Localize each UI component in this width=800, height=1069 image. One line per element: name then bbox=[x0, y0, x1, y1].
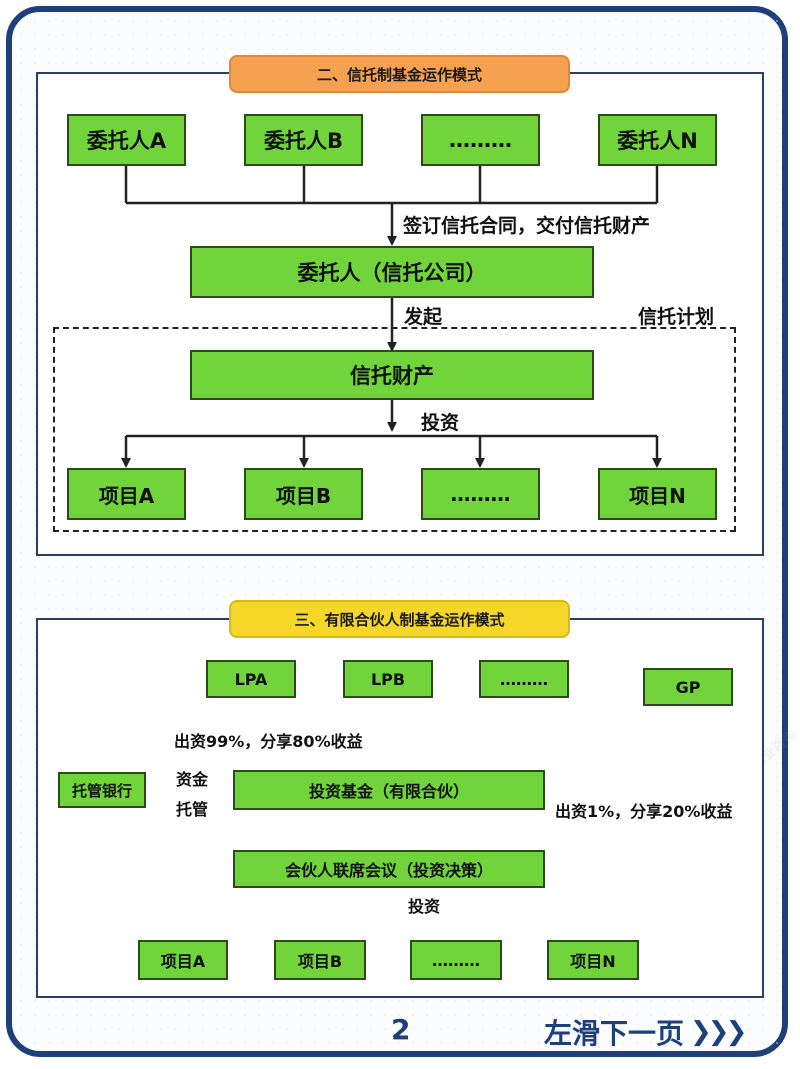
project-label: 项目B bbox=[275, 483, 332, 508]
entruster-box-a: 委托人A bbox=[67, 114, 186, 166]
custodian-bank-label: 托管银行 bbox=[71, 781, 132, 800]
next-page-hint[interactable]: 左滑下一页 ❯❯❯ bbox=[544, 1012, 747, 1052]
lp-project-label: 项目B bbox=[297, 952, 343, 971]
lp-project-box-b: 项目B bbox=[274, 940, 366, 980]
lp-project-label: ……… bbox=[432, 950, 480, 970]
next-page-label: 左滑下一页 bbox=[544, 1017, 685, 1050]
partners-committee-label: 会伙人联席会议（投资决策） bbox=[284, 861, 493, 880]
lp-label: LPA bbox=[234, 669, 268, 689]
lp-contribution-label: 出资99%，分享80%收益 bbox=[174, 732, 363, 751]
project-box-n: 项目N bbox=[598, 468, 717, 520]
lp-project-box-ellipsis: ……… bbox=[410, 940, 502, 980]
trustee-box: 委托人（信托公司） bbox=[190, 246, 594, 298]
trustee-label: 委托人（信托公司） bbox=[297, 261, 487, 285]
entruster-label: 委托人A bbox=[86, 129, 167, 153]
project-box-ellipsis: ……… bbox=[421, 468, 540, 520]
gp-label: GP bbox=[675, 677, 701, 697]
project-label: 项目A bbox=[98, 483, 155, 508]
chevron-right-icon: ❯❯❯ bbox=[690, 1017, 747, 1047]
sign-contract-label: 签订信托合同，交付信托财产 bbox=[403, 215, 651, 237]
project-box-a: 项目A bbox=[67, 468, 186, 520]
entruster-box-b: 委托人B bbox=[244, 114, 363, 166]
invest-label: 投资 bbox=[421, 412, 460, 434]
gp-contribution-label: 出资1%，分享20%收益 bbox=[555, 802, 733, 821]
lp-box-ellipsis: ……… bbox=[479, 660, 569, 698]
entruster-box-n: 委托人N bbox=[598, 114, 717, 166]
lp-project-label: 项目N bbox=[570, 952, 616, 971]
trust-plan-boundary bbox=[53, 327, 736, 532]
project-box-b: 项目B bbox=[244, 468, 363, 520]
lp-label: LPB bbox=[370, 669, 406, 689]
lp-box-a: LPA bbox=[206, 660, 296, 698]
custody-label-funds: 资金 bbox=[176, 770, 209, 789]
investment-fund-box: 投资基金（有限合伙） bbox=[233, 770, 545, 810]
entruster-label: 委托人B bbox=[263, 129, 343, 153]
custodian-bank-box: 托管银行 bbox=[58, 772, 146, 808]
trust-property-box: 信托财产 bbox=[190, 350, 594, 400]
section-title-trust: 二、信托制基金运作模式 bbox=[229, 55, 570, 93]
gp-box: GP bbox=[643, 668, 733, 706]
entruster-label: 委托人N bbox=[617, 129, 698, 153]
lp-label: ……… bbox=[500, 669, 548, 689]
initiate-label: 发起 bbox=[404, 306, 443, 328]
invest-label-lp: 投资 bbox=[408, 897, 441, 916]
lp-project-box-a: 项目A bbox=[138, 940, 228, 980]
section-title-trust-text: 二、信托制基金运作模式 bbox=[316, 65, 482, 84]
lp-project-label: 项目A bbox=[160, 952, 206, 971]
section-title-lp-text: 三、有限合伙人制基金运作模式 bbox=[294, 610, 505, 629]
project-label: ……… bbox=[450, 482, 511, 506]
lp-box-b: LPB bbox=[343, 660, 433, 698]
entruster-box-ellipsis: ……… bbox=[421, 114, 540, 166]
project-label: 项目N bbox=[629, 483, 686, 508]
page-number: 2 bbox=[391, 1013, 411, 1046]
lp-project-box-n: 项目N bbox=[547, 940, 639, 980]
partners-committee-box: 会伙人联席会议（投资决策） bbox=[233, 850, 545, 888]
custody-label-custody: 托管 bbox=[176, 800, 209, 819]
entruster-label: ……… bbox=[449, 128, 512, 152]
investment-fund-label: 投资基金（有限合伙） bbox=[308, 782, 469, 801]
section-title-lp: 三、有限合伙人制基金运作模式 bbox=[229, 600, 570, 638]
trust-plan-label: 信托计划 bbox=[638, 306, 715, 328]
trust-property-label: 信托财产 bbox=[350, 364, 434, 388]
